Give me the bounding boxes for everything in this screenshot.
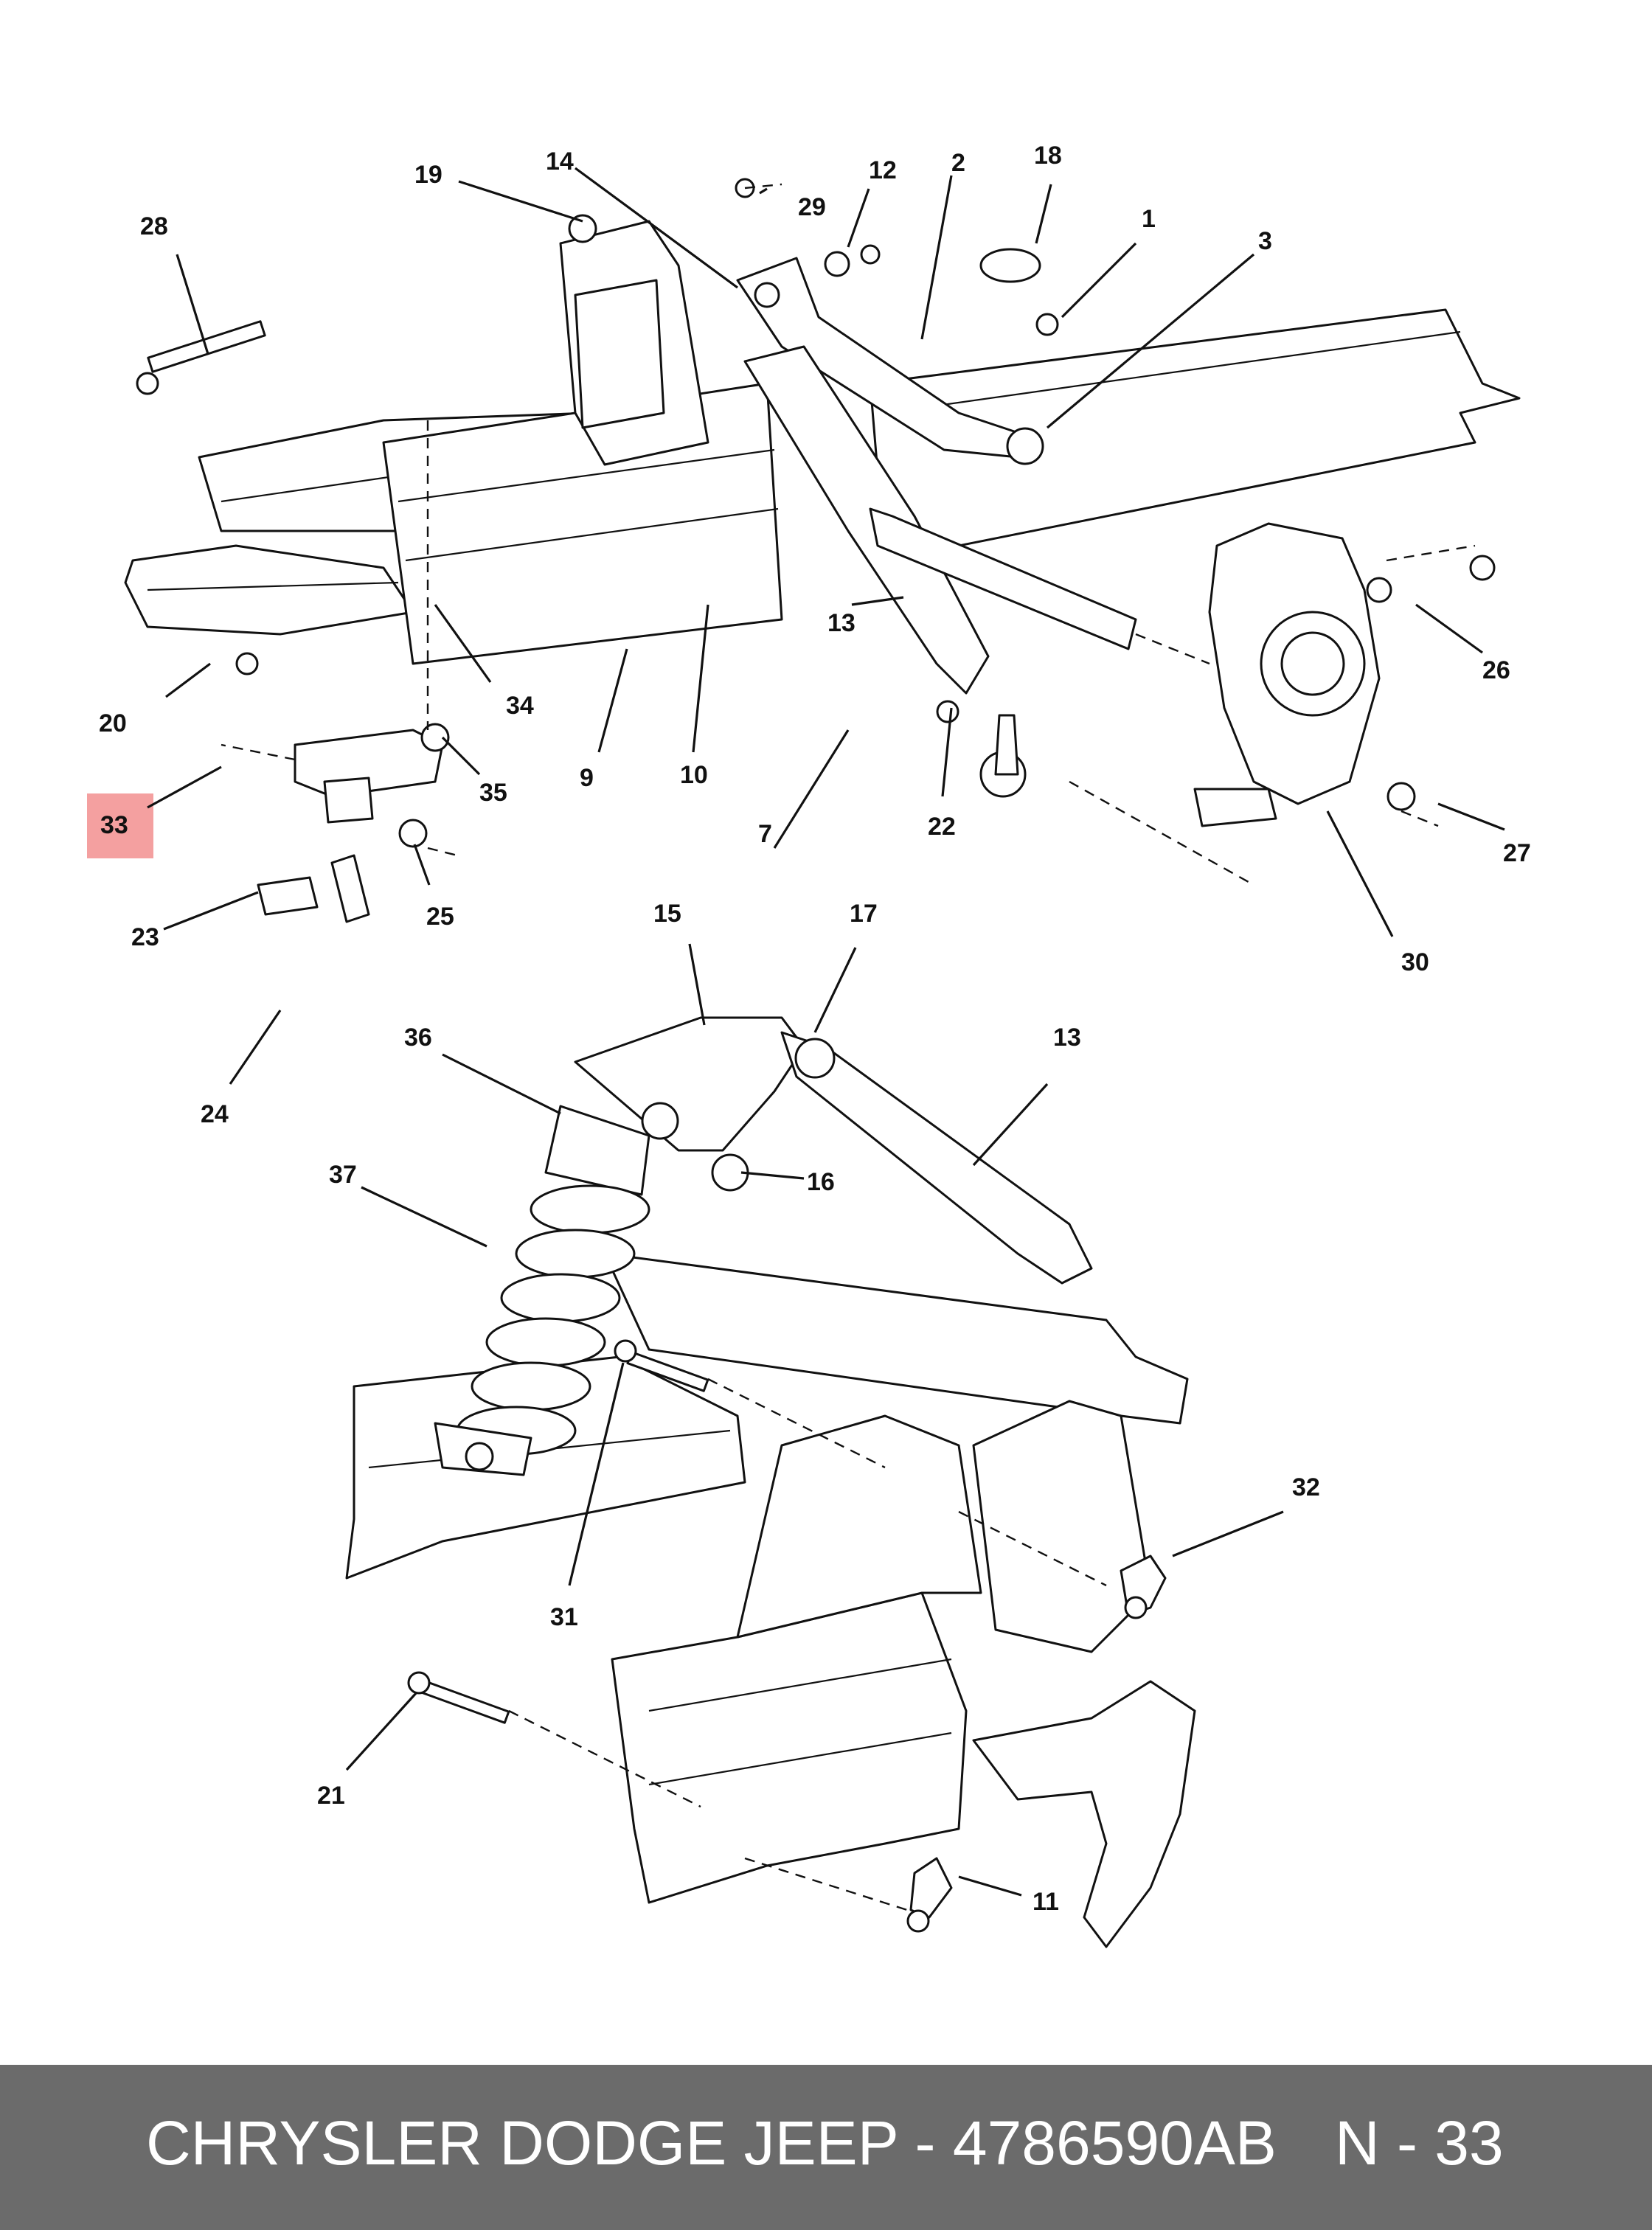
- callout-26: 26: [1482, 656, 1510, 684]
- callout-16: 16: [807, 1168, 835, 1196]
- callout-13a: 13: [827, 609, 856, 637]
- callout-33-highlight: [87, 793, 153, 858]
- footer-reference: N - 33: [1335, 2108, 1504, 2178]
- footer-bar: CHRYSLER DODGE JEEP - 4786590AB N - 33: [0, 2065, 1652, 2230]
- callout-13b: 13: [1053, 1024, 1081, 1052]
- callout-12: 12: [869, 156, 897, 184]
- callout-33: 33: [100, 811, 128, 839]
- callout-23: 23: [131, 923, 159, 951]
- callout-labels: 1 2 3 7 9 10 11 12 13 13 14 15 16 17 18 …: [99, 142, 1531, 1916]
- callout-18: 18: [1034, 142, 1062, 170]
- callout-10: 10: [680, 761, 708, 789]
- callout-19: 19: [414, 161, 442, 189]
- callout-24: 24: [201, 1100, 229, 1128]
- callout-7: 7: [758, 820, 772, 848]
- callout-29: 29: [798, 193, 826, 221]
- lower-suspension-assembly: [345, 1016, 1196, 1948]
- callout-20: 20: [99, 709, 127, 737]
- upper-suspension-assembly: [124, 178, 1521, 923]
- callout-28: 28: [140, 212, 168, 240]
- callout-22: 22: [928, 813, 956, 841]
- footer-part-number: CHRYSLER DODGE JEEP - 4786590AB: [146, 2108, 1277, 2178]
- callout-27: 27: [1503, 839, 1531, 867]
- callout-9: 9: [580, 764, 594, 792]
- callout-3: 3: [1258, 227, 1272, 255]
- callout-36: 36: [404, 1024, 432, 1052]
- callout-31: 31: [550, 1603, 578, 1631]
- parts-diagram: 1 2 3 7 9 10 11 12 13 13 14 15 16 17 18 …: [87, 142, 1531, 1948]
- callout-2: 2: [951, 149, 965, 177]
- leader-lines: [147, 167, 1505, 1897]
- callout-35: 35: [479, 779, 507, 807]
- callout-11: 11: [1032, 1888, 1059, 1916]
- callout-1: 1: [1142, 205, 1156, 233]
- callout-30: 30: [1401, 948, 1429, 976]
- callout-17: 17: [850, 900, 878, 928]
- coil-spring: [434, 1105, 650, 1476]
- callout-15: 15: [653, 900, 681, 928]
- callout-25: 25: [426, 903, 454, 931]
- callout-37: 37: [329, 1161, 357, 1189]
- callout-14: 14: [546, 147, 574, 176]
- callout-32: 32: [1292, 1473, 1320, 1501]
- callout-34: 34: [506, 692, 534, 720]
- callout-21: 21: [317, 1782, 345, 1810]
